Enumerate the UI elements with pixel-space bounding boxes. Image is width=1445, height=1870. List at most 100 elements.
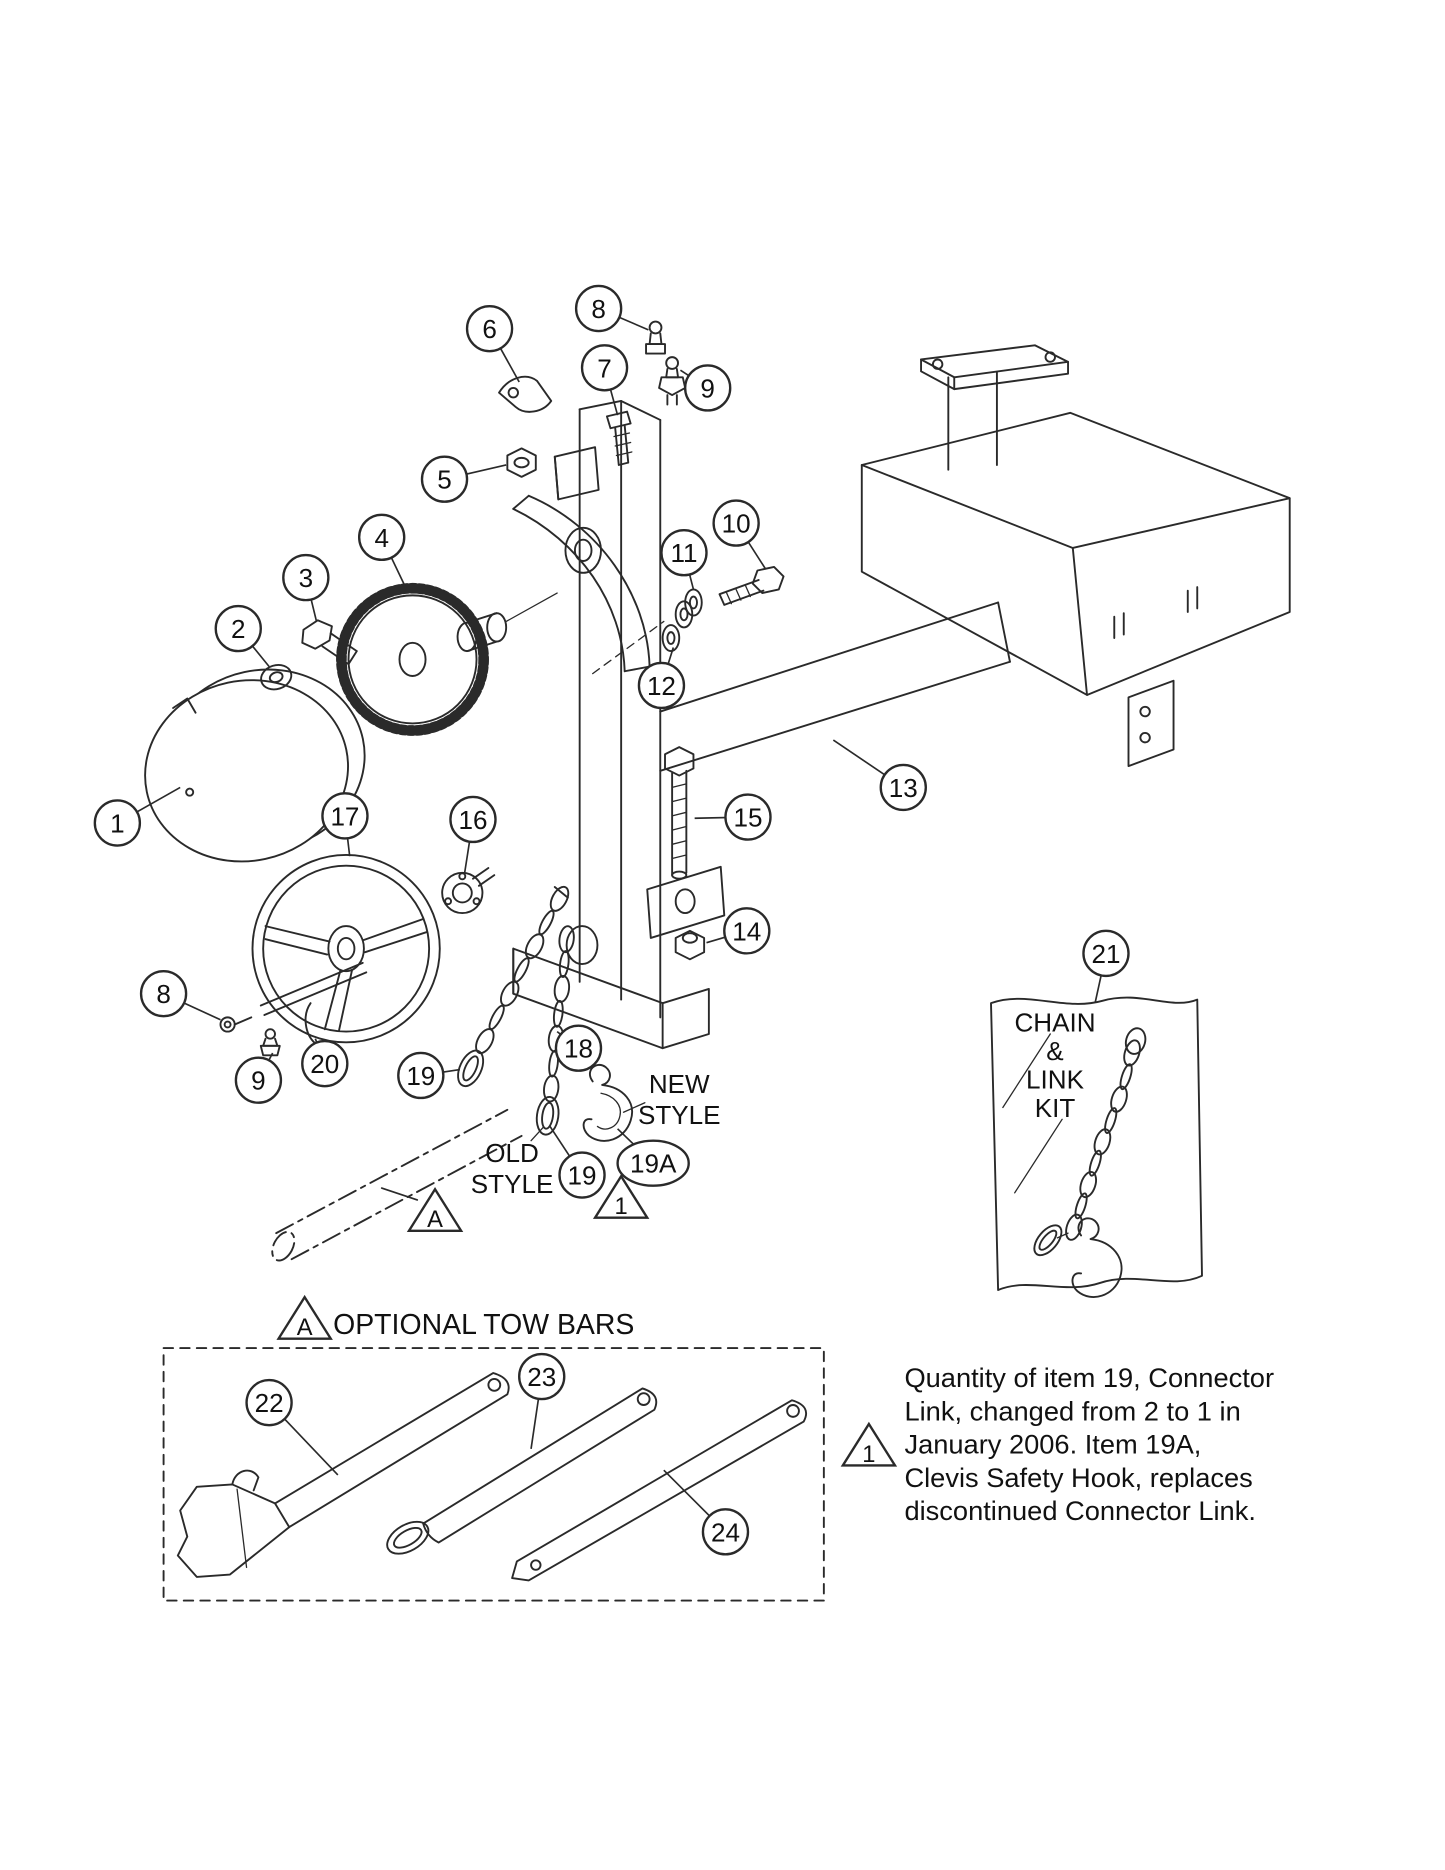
callout-16: 16 [449, 795, 497, 873]
chain-link-kit-panel [990, 996, 1203, 1298]
tow-bar-22 [176, 1372, 510, 1578]
callout-15: 15 [694, 793, 772, 841]
callout-number: 23 [527, 1362, 556, 1392]
bolt-15 [664, 746, 695, 880]
callout-number: 9 [700, 373, 715, 403]
callout-number: 15 [733, 803, 762, 833]
cover-disc [144, 668, 366, 863]
gear-sprocket [336, 582, 558, 736]
note-line-4: Clevis Safety Hook, replaces [904, 1462, 1252, 1493]
callout-11: 11 [660, 529, 708, 590]
callout-2: 2 [214, 604, 270, 668]
jack-column [512, 400, 710, 1050]
callout-17: 17 [321, 792, 369, 857]
callout-22: 22 [245, 1378, 339, 1476]
callout-4: 4 [357, 513, 408, 590]
chain-kit-label-line1: CHAIN [1014, 1008, 1095, 1038]
tow-bar-23 [386, 1387, 658, 1555]
quick-link [1033, 1224, 1063, 1257]
pivot-bracket [646, 865, 726, 939]
callout-19: 19 [549, 1125, 606, 1199]
callout-23: 23 [518, 1352, 566, 1449]
callout-7: 7 [580, 344, 629, 416]
connector-link-19-new [535, 1095, 560, 1136]
grease-fitting-9-left [259, 1028, 281, 1057]
handle-rod [219, 961, 368, 1057]
callout-number: 1 [110, 808, 125, 838]
nut-5 [506, 447, 537, 478]
callout-3: 3 [282, 553, 330, 622]
callout-18: 18 [554, 1024, 603, 1072]
handle-pin-20 [304, 1002, 317, 1045]
triangle-a-leader [380, 1187, 419, 1201]
callout-12: 12 [637, 647, 686, 710]
optional-tow-bars-box [162, 1347, 825, 1602]
bolt-10 [718, 565, 785, 606]
note-line-2: Link, changed from 2 to 1 in [904, 1395, 1240, 1426]
callout-14: 14 [706, 907, 771, 955]
kit-hook [1071, 1217, 1123, 1298]
callout-8: 8 [139, 969, 221, 1021]
callout-21: 21 [1082, 929, 1130, 1003]
callout-5: 5 [420, 455, 507, 503]
mount-bracket [860, 344, 1291, 768]
callout-number: 8 [591, 294, 606, 324]
new-style-leader [622, 1102, 646, 1113]
callout-9: 9 [234, 1052, 283, 1104]
callout-number: 22 [255, 1388, 284, 1418]
nut-14 [674, 929, 706, 961]
callout-number: 10 [722, 509, 751, 539]
callout-number: 14 [732, 916, 761, 946]
bracket-6 [498, 375, 553, 413]
callout-number: 5 [437, 465, 452, 495]
callout-20: 20 [301, 1038, 349, 1088]
bolt-3 [301, 619, 358, 666]
callout-24: 24 [663, 1469, 750, 1556]
chain-kit-label-line4: KIT [1035, 1093, 1076, 1123]
callout-number: 9 [251, 1066, 266, 1096]
callout-number: 11 [670, 538, 697, 568]
triangle-marker-A: A [276, 1294, 333, 1341]
grease-fitting-9-top [658, 356, 687, 406]
callout-number: 19A [630, 1149, 677, 1179]
note-line-5: discontinued Connector Link. [904, 1495, 1255, 1526]
crank-rod-phantom [271, 1108, 523, 1262]
callout-number: 6 [482, 314, 497, 344]
note-line-1: Quantity of item 19, Connector [904, 1362, 1274, 1393]
washer-11 [684, 588, 703, 617]
callout-10: 10 [712, 499, 767, 570]
triangle-marker-1: 1 [840, 1421, 898, 1468]
callout-1: 1 [93, 786, 181, 847]
callout-number: 12 [647, 671, 676, 701]
triangle-marker-label: A [297, 1315, 313, 1341]
callout-number: 8 [156, 979, 171, 1009]
callout-number: 19 [406, 1061, 435, 1091]
callout-number: 4 [374, 523, 389, 553]
grease-fitting-8-left [219, 1016, 236, 1033]
callout-9: 9 [679, 364, 732, 412]
callout-number: 20 [310, 1049, 339, 1079]
callout-number: 18 [564, 1034, 593, 1064]
callout-number: 24 [711, 1517, 740, 1547]
tow-bar-24 [511, 1399, 808, 1582]
new-style-label-line1: NEW [649, 1069, 710, 1099]
new-style-label-line2: STYLE [638, 1100, 721, 1130]
old-style-label-line1: OLD [485, 1138, 539, 1168]
old-style-leader [530, 1126, 544, 1142]
chain-kit-label-line2: & [1046, 1036, 1063, 1066]
note-line-3: January 2006. Item 19A, [904, 1429, 1201, 1460]
washers-12 [592, 600, 694, 675]
triangle-marker-A: A [406, 1187, 464, 1233]
triangle-marker-label: 1 [862, 1442, 875, 1468]
callout-number: 13 [889, 773, 918, 803]
triangle-marker-1: 1 [592, 1174, 650, 1220]
callout-19: 19 [397, 1051, 461, 1100]
chain-kit-label-line3: LINK [1026, 1065, 1085, 1095]
triangle-marker-label: 1 [615, 1194, 628, 1220]
callout-number: 19 [568, 1161, 597, 1191]
callout-number: 17 [330, 801, 359, 831]
callout-number: 2 [231, 614, 246, 644]
